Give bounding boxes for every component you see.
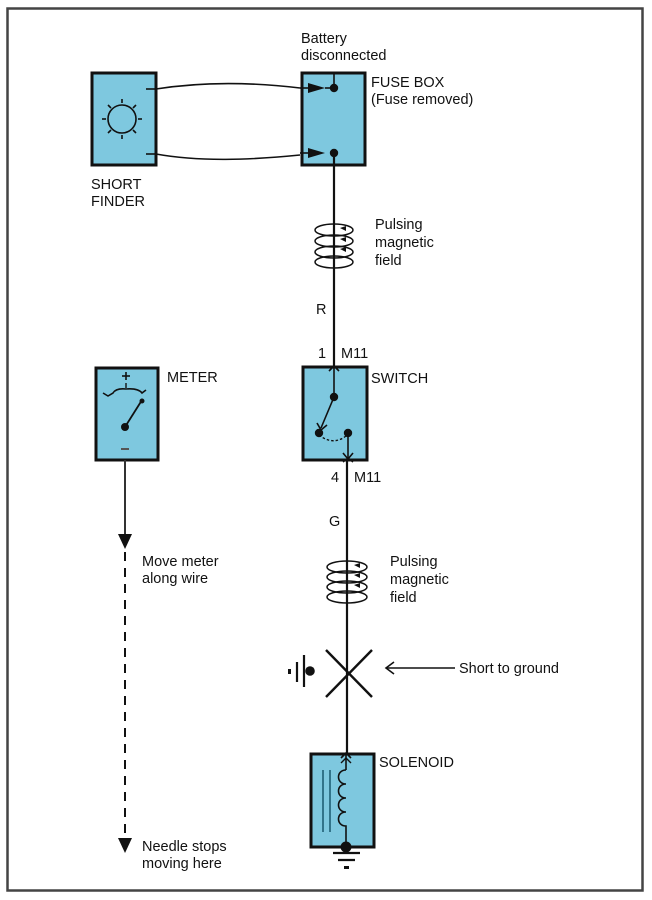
ground-icon (333, 841, 360, 869)
switch-top-connector: M11 (341, 346, 368, 362)
magnetic-field-upper-3: field (375, 253, 402, 269)
short-finder-label-2: FINDER (91, 194, 145, 210)
switch-bottom-pin: 4 (331, 470, 339, 486)
short-to-ground-label: Short to ground (459, 661, 559, 677)
needle-stops-arrow-icon (118, 838, 132, 853)
diagram-frame (6, 7, 644, 892)
fuse-box (300, 71, 367, 167)
battery-note-2: disconnected (301, 48, 386, 64)
short-location-x-icon (325, 649, 373, 698)
switch (301, 364, 369, 463)
solenoid (309, 751, 376, 849)
move-meter-label-2: along wire (142, 571, 208, 587)
switch-label: SWITCH (371, 371, 428, 387)
move-meter-label-1: Move meter (142, 554, 219, 570)
lamp-sun-icon (102, 99, 142, 139)
move-meter-arrow-icon (118, 534, 132, 549)
chassis-ground-icon (288, 655, 315, 687)
magnetic-field-lower-3: field (390, 590, 417, 606)
battery-note-1: Battery (301, 31, 348, 47)
meter (94, 366, 160, 462)
magnetic-field-lower-1: Pulsing (390, 554, 438, 570)
wire-color-r: R (316, 302, 326, 318)
short-finder-label-1: SHORT (91, 177, 142, 193)
meter-scale (102, 388, 147, 397)
switch-bottom-connector: M11 (354, 470, 381, 486)
solenoid-label: SOLENOID (379, 755, 454, 771)
magnetic-field-upper-1: Pulsing (375, 217, 423, 233)
lead-arrow-upper-icon (308, 83, 325, 93)
switch-top-pin: 1 (318, 346, 326, 362)
switch-blade (320, 396, 335, 429)
fuse-box-label-1: FUSE BOX (371, 75, 445, 91)
magnetic-field-lower-2: magnetic (390, 572, 449, 588)
lead-arrow-lower-icon (308, 148, 325, 158)
magnetic-field-upper-2: magnetic (375, 235, 434, 251)
meter-needle (124, 399, 143, 428)
short-finder-lead-lower (155, 153, 301, 161)
wire-color-g: G (329, 514, 340, 530)
magnetic-field-coil-lower-icon (326, 560, 368, 604)
fuse-box-label-2: (Fuse removed) (371, 92, 473, 108)
needle-stops-label-2: moving here (142, 856, 222, 872)
needle-stops-label-1: Needle stops (142, 839, 227, 855)
short-finder-lead-upper (155, 82, 301, 90)
meter-label: METER (167, 370, 218, 386)
solenoid-coil-icon (337, 769, 347, 843)
short-finder (90, 71, 158, 167)
magnetic-field-coil-upper-icon (314, 223, 354, 269)
